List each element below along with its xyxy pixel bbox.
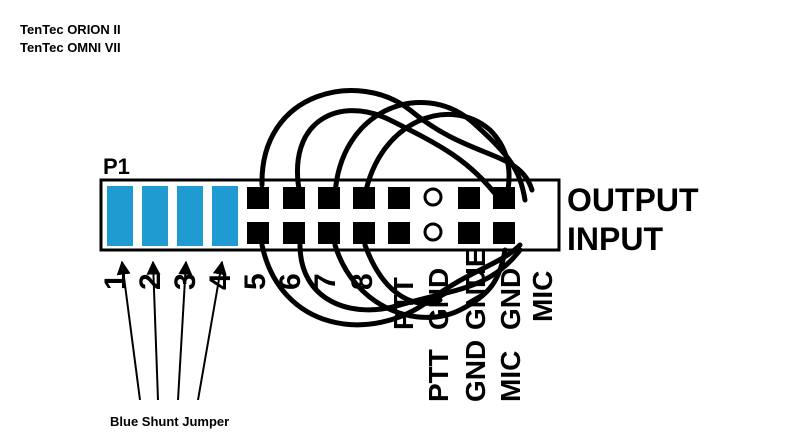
pin-number-6: 6	[274, 273, 307, 290]
input-pin-12	[493, 222, 515, 244]
connector-body	[99, 178, 561, 252]
input-pin-5	[247, 222, 269, 244]
input-pin-6	[283, 222, 305, 244]
signal-label-lower-3: MIC	[495, 351, 526, 402]
pin-number-1: 1	[99, 273, 132, 290]
arrow-pin-2	[146, 260, 161, 401]
input-pin-row	[247, 222, 515, 244]
pin-number-4: 4	[204, 273, 237, 290]
input-pin-9	[388, 222, 410, 244]
wire-loop-7	[332, 242, 508, 320]
input-pin-7	[318, 222, 340, 244]
signal-label-upper-6: MIC	[527, 271, 558, 322]
wire-loop-4	[362, 112, 512, 208]
input-row-label: INPUT	[567, 221, 663, 257]
arrow-pin-1	[116, 260, 141, 401]
input-pin-8	[353, 222, 375, 244]
signal-label-upper-3: GND	[460, 268, 491, 330]
signal-label-upper-2: GND	[423, 268, 454, 330]
output-pin-11	[458, 187, 480, 209]
blue-shunt-jumper-2	[142, 186, 168, 246]
output-pin-open-10	[423, 187, 443, 207]
input-pin-open-10	[423, 222, 443, 242]
wire-loop-3	[332, 100, 528, 203]
wire-loop-2	[295, 108, 503, 203]
blue-shunt-jumper-1	[107, 186, 133, 246]
signal-label-lower-1: PTT	[423, 349, 454, 402]
pin-number-5: 5	[239, 273, 272, 290]
wire-loop-8	[362, 242, 443, 306]
pin-number-2: 2	[134, 273, 167, 290]
radio-model-title-2: TenTec OMNI VII	[20, 40, 121, 55]
output-pin-5	[247, 187, 269, 209]
signal-label-upper-1: PTT	[388, 277, 419, 330]
signal-label-lower-2: GND	[460, 340, 491, 402]
crossover-wires	[259, 88, 535, 328]
radio-model-title-1: TenTec ORION II	[20, 22, 121, 37]
output-pin-row	[107, 186, 515, 246]
output-row-label: OUTPUT	[567, 182, 699, 218]
output-pin-8	[353, 187, 375, 209]
output-pin-6	[283, 187, 305, 209]
input-pin-11	[458, 222, 480, 244]
signal-label-upper-4: TIE	[460, 248, 491, 292]
output-pin-9	[388, 187, 410, 209]
blue-shunt-jumper-label: Blue Shunt Jumper	[110, 414, 229, 429]
blue-shunt-jumper-3	[177, 186, 203, 246]
wire-loop-6	[297, 242, 523, 313]
arrow-pin-3	[177, 260, 193, 401]
wire-loop-5	[259, 242, 523, 328]
arrow-pin-4	[197, 260, 227, 401]
pin-number-7: 7	[309, 273, 342, 290]
connector-name: P1	[103, 154, 130, 179]
blue-shunt-jumper-4	[212, 186, 238, 246]
pin-number-8: 8	[346, 273, 379, 290]
jumper-arrows	[116, 260, 227, 401]
signal-label-upper-5: GND	[495, 268, 526, 330]
